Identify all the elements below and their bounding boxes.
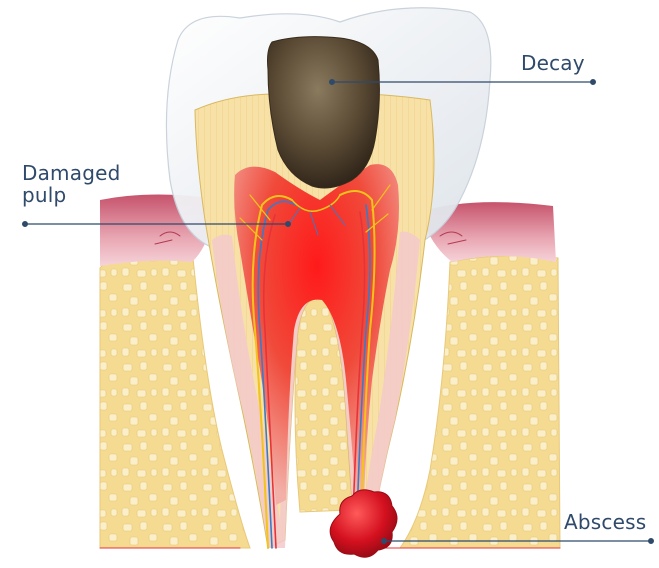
label-decay: Decay	[521, 52, 585, 74]
label-damaged-pulp-line1: Damaged	[22, 162, 121, 184]
label-damaged-pulp: Damaged pulp	[22, 162, 121, 206]
leader-dot-abscess-start	[382, 539, 387, 544]
leader-dot-abscess-end	[649, 539, 654, 544]
leader-dot-decay-end	[591, 80, 596, 85]
bone	[400, 256, 560, 548]
label-abscess: Abscess	[564, 511, 646, 533]
label-damaged-pulp-line2: pulp	[22, 184, 121, 206]
leader-dot-decay-start	[330, 80, 335, 85]
leader-dot-pulp-start	[286, 222, 291, 227]
leader-dot-pulp-end	[23, 222, 28, 227]
